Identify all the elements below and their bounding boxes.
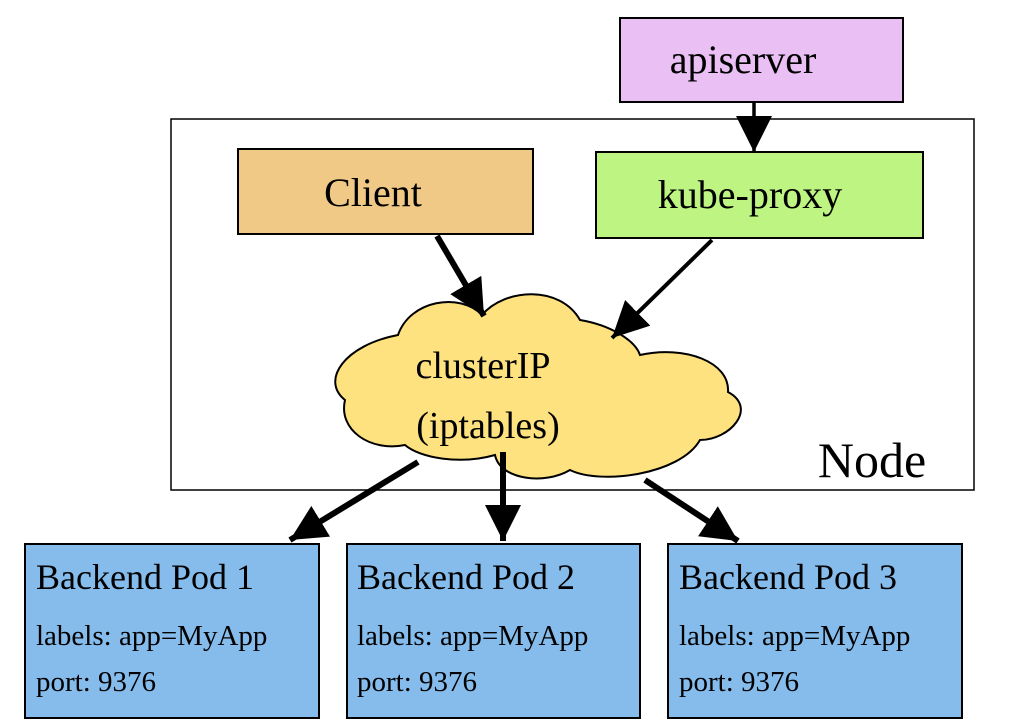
- pod-3-port: port: 9376: [679, 666, 799, 698]
- apiserver-box: apiserver: [619, 17, 904, 103]
- arrow-kube-proxy-to-cluster-ip: [610, 238, 714, 340]
- arrow-cluster-ip-to-pod-1: [288, 459, 420, 543]
- backend-pod-1: Backend Pod 1 labels: app=MyApp port: 93…: [24, 543, 320, 719]
- backend-pod-3: Backend Pod 3 labels: app=MyApp port: 93…: [667, 543, 963, 719]
- kube-proxy-box-rect: [595, 151, 924, 239]
- pod-3-labels: labels: app=MyApp: [679, 620, 910, 652]
- pod-2-title: Backend Pod 2: [357, 557, 575, 597]
- pod-1-title: Backend Pod 1: [36, 557, 254, 597]
- arrow-client-to-cluster-ip: [434, 234, 487, 318]
- apiserver-label: apiserver: [670, 37, 817, 82]
- pod-2-labels: labels: app=MyApp: [357, 620, 588, 652]
- pod-1-port: port: 9376: [36, 666, 156, 698]
- node-label: Node: [818, 432, 926, 488]
- client-box-rect: [237, 148, 534, 235]
- client-box: Client: [237, 148, 534, 235]
- backend-pod-2: Backend Pod 2 labels: app=MyApp port: 93…: [346, 543, 641, 719]
- pod-1-labels: labels: app=MyApp: [36, 620, 267, 652]
- kube-proxy-box: kube-proxy: [595, 151, 924, 239]
- cluster-ip-sublabel: (iptables): [416, 405, 560, 447]
- backend-pod-3-rect: [667, 543, 963, 719]
- arrow-cluster-ip-to-pod-3: [643, 477, 740, 544]
- pod-2-port: port: 9376: [357, 666, 477, 698]
- pod-3-title: Backend Pod 3: [679, 557, 897, 597]
- cluster-ip-cloud: clusterIP (iptables): [334, 293, 742, 480]
- backend-pod-2-rect: [346, 543, 641, 719]
- kube-proxy-label: kube-proxy: [658, 172, 842, 217]
- backend-pod-1-rect: [24, 543, 320, 719]
- apiserver-box-rect: [619, 17, 904, 103]
- cluster-ip-label: clusterIP: [415, 345, 550, 387]
- cluster-ip-cloud-shape: [334, 293, 742, 480]
- node-boundary: [170, 118, 975, 491]
- client-label: Client: [324, 170, 422, 215]
